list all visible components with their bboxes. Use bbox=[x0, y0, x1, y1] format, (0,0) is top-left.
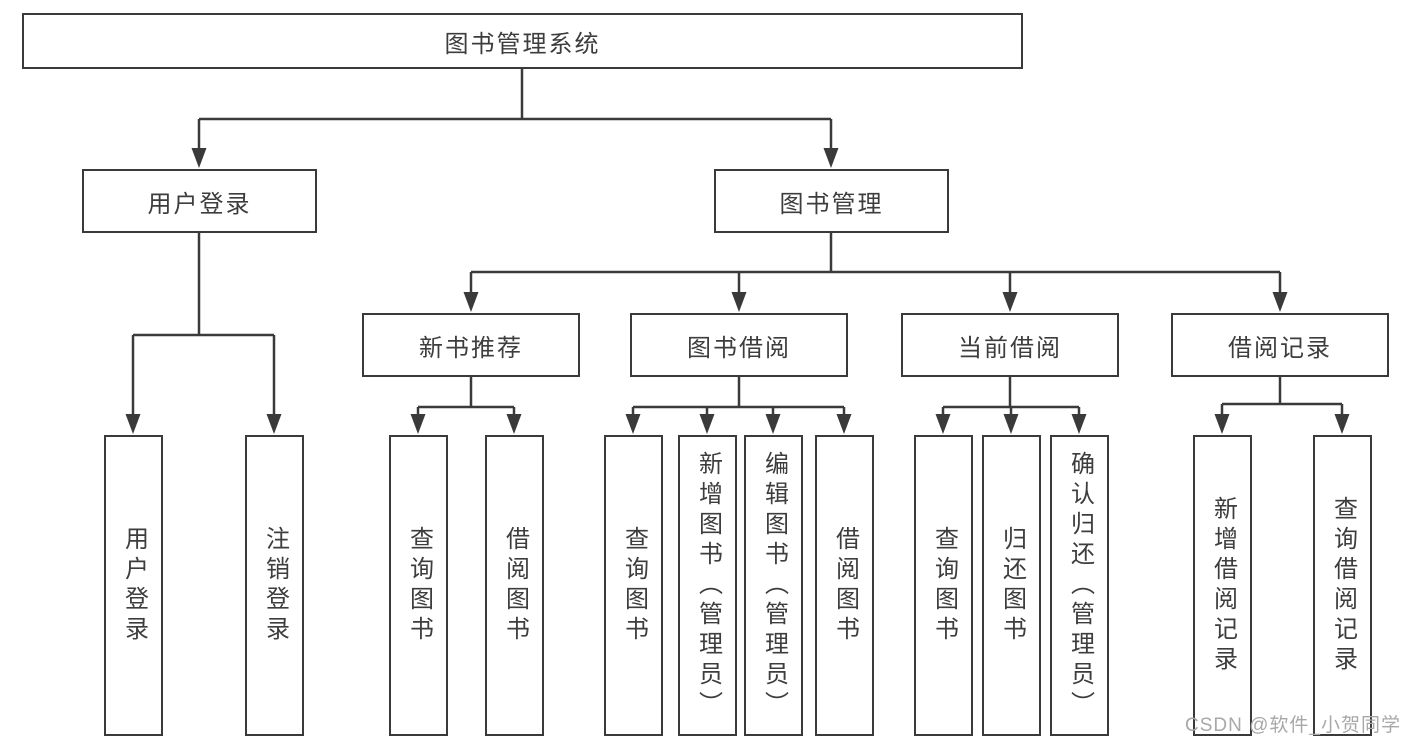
arrowhead bbox=[1334, 414, 1350, 434]
node-library-system: 图书管理系统 bbox=[22, 13, 1023, 69]
node-book-borrowing: 图书借阅 bbox=[630, 313, 848, 377]
connector-recommend-to-leaves bbox=[416, 377, 516, 416]
arrowhead bbox=[731, 292, 747, 312]
arrowhead bbox=[625, 414, 641, 434]
node-borrowing-records: 借阅记录 bbox=[1171, 313, 1389, 377]
node-user-login-label: 用户登录 bbox=[147, 190, 252, 218]
leaf-add-books-admin: 新增图书（管理员） bbox=[678, 435, 737, 736]
connector-root-to-level2 bbox=[197, 68, 833, 150]
leaf-add-borrow-record: 新增借阅记录 bbox=[1193, 435, 1252, 736]
leaf-borrow-books-label: 借阅图书 bbox=[831, 525, 859, 646]
leaf-recommend-borrow-books-label: 借阅图书 bbox=[501, 525, 529, 646]
leaf-add-borrow-record-label: 新增借阅记录 bbox=[1209, 495, 1237, 676]
leaf-logout-label: 注销登录 bbox=[261, 525, 289, 646]
leaf-return-books: 归还图书 bbox=[982, 435, 1041, 736]
leaf-borrow-books: 借阅图书 bbox=[815, 435, 874, 736]
arrowhead bbox=[506, 414, 522, 434]
leaf-current-query-books: 查询图书 bbox=[914, 435, 973, 736]
leaf-recommend-query-books-label: 查询图书 bbox=[405, 525, 433, 646]
leaf-borrow-query-books: 查询图书 bbox=[604, 435, 663, 736]
arrowhead bbox=[1214, 414, 1230, 434]
leaf-query-borrow-record: 查询借阅记录 bbox=[1313, 435, 1372, 736]
arrowhead bbox=[191, 148, 207, 168]
arrowhead bbox=[410, 414, 426, 434]
node-new-book-recommend-label: 新书推荐 bbox=[419, 334, 523, 362]
arrowhead bbox=[699, 414, 715, 434]
leaf-return-books-label: 归还图书 bbox=[998, 525, 1026, 646]
node-user-login: 用户登录 bbox=[82, 169, 317, 233]
arrowhead bbox=[266, 414, 282, 434]
connector-borrow-to-leaves bbox=[631, 377, 846, 416]
arrowhead bbox=[836, 414, 852, 434]
leaf-recommend-query-books: 查询图书 bbox=[389, 435, 448, 736]
leaf-edit-books-admin: 编辑图书（管理员） bbox=[744, 435, 803, 736]
node-new-book-recommend: 新书推荐 bbox=[362, 313, 580, 377]
leaf-recommend-borrow-books: 借阅图书 bbox=[485, 435, 544, 736]
node-book-management: 图书管理 bbox=[714, 169, 949, 233]
arrowhead bbox=[1071, 414, 1087, 434]
node-current-borrowing-label: 当前借阅 bbox=[958, 334, 1062, 362]
leaf-logout: 注销登录 bbox=[245, 435, 304, 736]
arrowhead bbox=[1272, 292, 1288, 312]
csdn-watermark: CSDN @软件_小贺同学 bbox=[1185, 715, 1401, 736]
arrowhead bbox=[1002, 292, 1018, 312]
connector-book-to-level3 bbox=[469, 232, 1282, 294]
leaf-user-login-label: 用户登录 bbox=[120, 525, 148, 646]
arrowhead bbox=[765, 414, 781, 434]
leaf-user-login: 用户登录 bbox=[104, 435, 163, 736]
arrowhead bbox=[463, 292, 479, 312]
leaf-borrow-query-books-label: 查询图书 bbox=[620, 525, 648, 646]
node-current-borrowing: 当前借阅 bbox=[901, 313, 1119, 377]
leaf-confirm-return-admin-label: 确认归还（管理员） bbox=[1066, 450, 1094, 721]
connector-user-to-leaves bbox=[131, 232, 276, 416]
leaf-add-books-admin-label: 新增图书（管理员） bbox=[694, 450, 722, 721]
leaf-current-query-books-label: 查询图书 bbox=[930, 525, 958, 646]
leaf-edit-books-admin-label: 编辑图书（管理员） bbox=[760, 450, 788, 721]
node-borrowing-records-label: 借阅记录 bbox=[1228, 334, 1332, 362]
node-library-system-label: 图书管理系统 bbox=[444, 30, 601, 58]
arrowhead bbox=[125, 414, 141, 434]
arrowhead bbox=[935, 414, 951, 434]
node-book-borrowing-label: 图书借阅 bbox=[687, 334, 791, 362]
arrowhead bbox=[1003, 414, 1019, 434]
arrowhead bbox=[823, 148, 839, 168]
leaf-query-borrow-record-label: 查询借阅记录 bbox=[1329, 495, 1357, 676]
leaf-confirm-return-admin: 确认归还（管理员） bbox=[1050, 435, 1109, 736]
connector-current-to-leaves bbox=[941, 377, 1081, 416]
connector-records-to-leaves bbox=[1220, 377, 1344, 416]
node-book-management-label: 图书管理 bbox=[779, 190, 884, 218]
